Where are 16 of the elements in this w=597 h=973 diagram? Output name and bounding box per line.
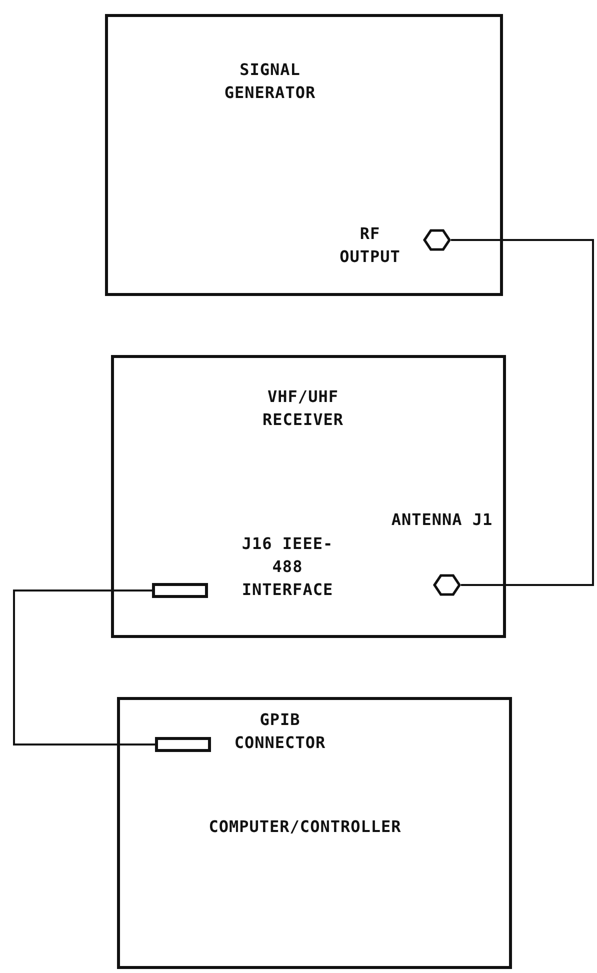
equipment-label: COMPUTER/CONTROLLER	[208, 816, 402, 838]
coaxial-connector	[423, 229, 451, 251]
interface-connector	[155, 737, 211, 752]
equipment-label: SIGNAL GENERATOR	[223, 59, 317, 104]
connector-label: GPIB CONNECTOR	[233, 709, 327, 754]
interface-connector	[152, 583, 208, 598]
cable	[451, 239, 594, 586]
equipment-box	[117, 697, 512, 969]
equipment-box	[105, 14, 503, 296]
equipment-label: VHF/UHF RECEIVER	[261, 386, 345, 431]
connector-label: J16 IEEE-488 INTERFACE	[240, 533, 334, 601]
coaxial-connector	[433, 574, 461, 596]
equipment-box	[111, 355, 506, 638]
cable	[13, 590, 155, 746]
connector-label: ANTENNA J1	[390, 509, 494, 531]
connector-label: RF OUTPUT	[338, 223, 402, 268]
